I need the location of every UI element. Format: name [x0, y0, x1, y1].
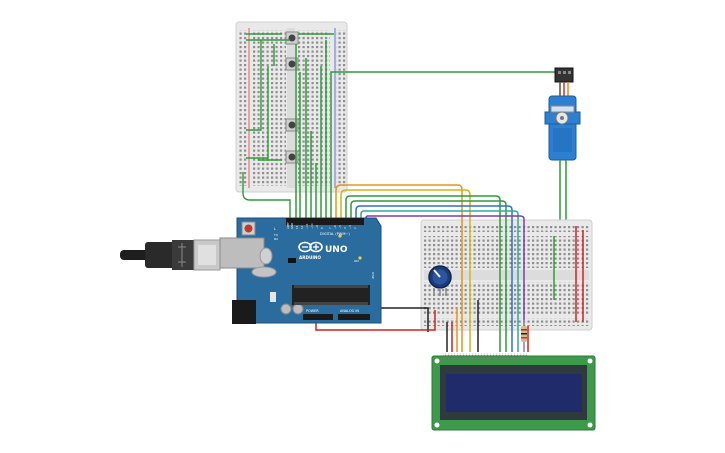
rx-label: RX — [274, 237, 278, 241]
top-breadboard-right-rail[interactable] — [336, 30, 346, 186]
arduino-model-label: UNO — [325, 245, 348, 255]
on-led-label: ON — [354, 259, 359, 263]
arduino-brand-label: ARDUINO — [299, 255, 321, 260]
tx-label: TX — [273, 233, 278, 237]
pin-label-8: 8 — [320, 227, 324, 229]
pin-label-4: 4 — [343, 227, 347, 229]
digital-header[interactable] — [286, 218, 364, 225]
potentiometer[interactable] — [428, 265, 452, 296]
pin-label-6: ~6 — [333, 225, 337, 229]
aref-label: AREF — [286, 222, 290, 229]
icsp-label: ICSP — [371, 272, 375, 279]
usb-cable[interactable] — [120, 239, 221, 271]
pin-label-12: 12 — [300, 225, 304, 229]
usb-jack — [219, 237, 265, 269]
pin-label-13: 13 — [295, 225, 299, 229]
arduino-board[interactable]: ARDUINO UNO DIGITAL (PWM~) ANALOG IN POW… — [219, 217, 382, 324]
pushbutton[interactable] — [285, 31, 299, 45]
pin-label-3: ~3 — [348, 225, 352, 229]
pin-label-10: ~10 — [310, 223, 314, 229]
pin-label-11: ~11 — [305, 223, 309, 229]
pin-label-7: 7 — [328, 227, 332, 229]
analog-in-label: ANALOG IN — [340, 309, 359, 313]
arduino-logo-icon — [298, 241, 323, 253]
digital-pwm-label: DIGITAL (PWM~) — [320, 232, 350, 236]
connection-wires — [315, 184, 529, 352]
pushbutton[interactable] — [285, 57, 299, 71]
power-jack — [232, 300, 256, 324]
lcd[interactable] — [431, 353, 596, 431]
power-header[interactable] — [303, 314, 333, 320]
reset-button[interactable] — [244, 224, 253, 233]
button-wires — [295, 40, 327, 218]
digital-pin-labels: 13 12 ~11 ~10 ~9 8 7 ~6 ~5 4 ~3 2 — [295, 223, 357, 229]
pin-label-5: ~5 — [338, 225, 342, 229]
lcd-screen — [446, 374, 582, 412]
servo-signal-wire — [330, 71, 556, 218]
resistor[interactable] — [521, 320, 527, 352]
top-breadboard-jumpers — [242, 33, 334, 220]
top-breadboard[interactable] — [235, 21, 348, 193]
l-led-label: L — [274, 227, 276, 231]
top-breadboard-left-rail[interactable] — [238, 30, 248, 186]
pin-label-9: ~9 — [315, 225, 319, 229]
analog-header[interactable] — [338, 314, 370, 320]
servo[interactable] — [544, 67, 581, 161]
pushbutton[interactable] — [285, 118, 299, 132]
pin-label-2: 2 — [353, 227, 357, 229]
power-label: POWER — [306, 309, 319, 313]
gnd-label: GND — [290, 223, 294, 229]
atmega-chip — [292, 285, 370, 305]
pushbuttons[interactable] — [285, 31, 299, 164]
pushbutton[interactable] — [285, 150, 299, 164]
